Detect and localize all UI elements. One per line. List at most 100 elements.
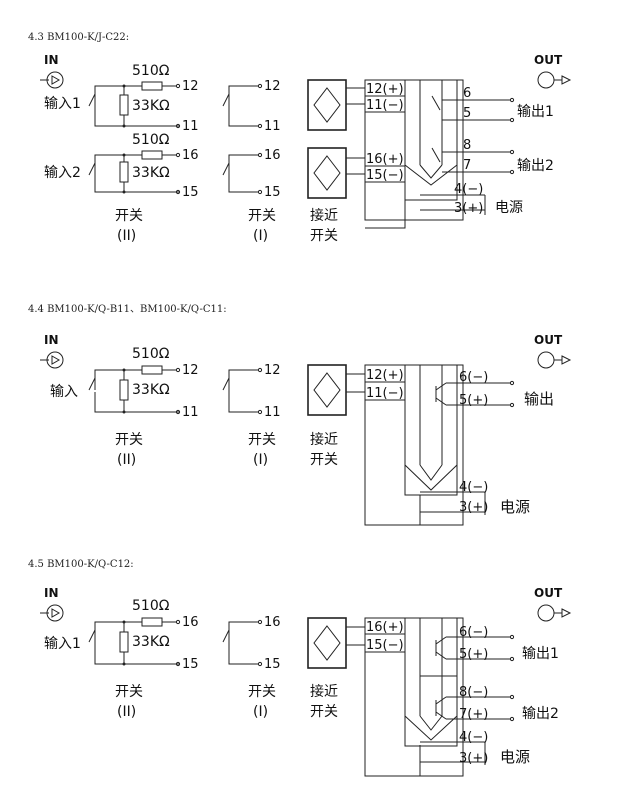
in-symbol-icon <box>40 71 64 89</box>
switch-ii-label: 开关 <box>115 684 143 700</box>
power-term-4: 4(−) <box>459 730 488 745</box>
module-term-5: 5(+) <box>459 647 488 662</box>
module-term-8: 8(−) <box>459 685 488 700</box>
switch-ii-input-2 <box>88 150 181 195</box>
resistor-510-label: 510Ω <box>132 598 170 614</box>
module-term-16: 16(+) <box>366 152 404 167</box>
section-title: 4.3 BM100-K/J-C22: <box>28 32 129 43</box>
isolator-module <box>364 79 515 229</box>
terminal-16: 16 <box>182 148 199 163</box>
switch-i-sub: (I) <box>253 452 268 468</box>
switch-ii-sub: (II) <box>117 704 136 720</box>
out-symbol-icon <box>537 604 572 622</box>
switch-i-label: 开关 <box>248 432 276 448</box>
terminal-15: 15 <box>182 185 199 200</box>
module-term-15: 15(−) <box>366 168 404 183</box>
resistor-33k-label: 33KΩ <box>132 98 170 114</box>
input-1-label: 输入1 <box>44 96 81 112</box>
module-term-11: 11(−) <box>366 98 404 113</box>
module-term-5: 5(+) <box>459 393 488 408</box>
out-symbol-icon <box>537 351 572 369</box>
resistor-33k-label: 33KΩ <box>132 382 170 398</box>
power-term-3: 3(+) <box>454 201 483 216</box>
switch-ii-label: 开关 <box>115 432 143 448</box>
switch-i-sub: (I) <box>253 228 268 244</box>
switch-ii-sub: (II) <box>117 452 136 468</box>
in-label: IN <box>44 333 59 347</box>
section-title: 4.4 BM100-K/Q-B11、BM100-K/Q-C11: <box>28 304 227 315</box>
proximity-sensor-icon <box>307 617 365 669</box>
prox-label-2: 开关 <box>310 704 338 720</box>
output-1-label: 输出1 <box>517 104 554 120</box>
in-label: IN <box>44 586 59 600</box>
out-label: OUT <box>534 333 563 347</box>
in-symbol-icon <box>40 604 64 622</box>
in-label: IN <box>44 53 59 67</box>
power-label: 电源 <box>500 498 530 516</box>
resistor-33k-label: 33KΩ <box>132 634 170 650</box>
switch-ii-input-1 <box>88 81 181 129</box>
power-label: 电源 <box>500 748 530 766</box>
terminal-11: 11 <box>264 405 281 420</box>
input-2-label: 输入2 <box>44 165 81 181</box>
terminal-12: 12 <box>264 363 281 378</box>
module-term-12: 12(+) <box>366 368 404 383</box>
terminal-11: 11 <box>182 119 199 134</box>
terminal-16: 16 <box>264 148 281 163</box>
switch-ii-input <box>88 365 181 415</box>
isolator-module <box>364 617 515 777</box>
in-symbol-icon <box>40 351 64 369</box>
power-label: 电源 <box>495 200 523 216</box>
switch-i-symbols <box>222 83 263 195</box>
section-title: 4.5 BM100-K/Q-C12: <box>28 559 134 570</box>
resistor-510-label: 510Ω <box>132 132 170 148</box>
section-4-4: 4.4 BM100-K/Q-B11、BM100-K/Q-C11: IN 输入 5… <box>28 304 572 526</box>
prox-label: 接近 <box>310 207 338 224</box>
module-term-16: 16(+) <box>366 620 404 635</box>
output-1-label: 输出1 <box>522 646 559 662</box>
power-term-3: 3(+) <box>459 751 488 766</box>
prox-label: 接近 <box>310 683 338 700</box>
switch-ii-input-1 <box>88 617 181 667</box>
switch-ii-label: 开关 <box>115 208 143 224</box>
output-2-label: 输出2 <box>522 706 559 722</box>
proximity-sensor-icon <box>307 79 365 199</box>
module-term-8: 8 <box>463 138 471 153</box>
proximity-sensor-icon <box>307 364 365 416</box>
power-term-3: 3(+) <box>459 500 488 515</box>
terminal-15: 15 <box>264 657 281 672</box>
terminal-12: 12 <box>182 79 199 94</box>
out-label: OUT <box>534 53 563 67</box>
power-term-4: 4(−) <box>459 480 488 495</box>
section-4-3: 4.3 BM100-K/J-C22: IN 输入1 510Ω 33KΩ 12 <box>28 32 572 244</box>
module-term-7: 7(+) <box>459 707 488 722</box>
input-label: 输入 <box>50 384 78 400</box>
terminal-11: 11 <box>182 405 199 420</box>
power-term-4: 4(−) <box>454 182 483 197</box>
module-term-7: 7 <box>463 158 471 173</box>
input-1-label: 输入1 <box>44 636 81 652</box>
out-symbol-icon <box>537 71 572 89</box>
prox-label-2: 开关 <box>310 228 338 244</box>
module-term-11: 11(−) <box>366 386 404 401</box>
switch-i-symbol <box>222 367 263 415</box>
isolator-module <box>364 364 515 526</box>
terminal-15: 15 <box>182 657 199 672</box>
switch-ii-sub: (II) <box>117 228 136 244</box>
resistor-33k-label: 33KΩ <box>132 165 170 181</box>
prox-label: 接近 <box>310 431 338 448</box>
switch-i-sub: (I) <box>253 704 268 720</box>
terminal-12: 12 <box>182 363 199 378</box>
section-4-5: 4.5 BM100-K/Q-C12: IN 输入1 510Ω 33KΩ 16 1… <box>28 559 572 777</box>
resistor-510-label: 510Ω <box>132 63 170 79</box>
switch-i-symbol <box>222 619 263 667</box>
resistor-510-label: 510Ω <box>132 346 170 362</box>
output-2-label: 输出2 <box>517 158 554 174</box>
module-term-6: 6(−) <box>459 370 488 385</box>
out-label: OUT <box>534 586 563 600</box>
module-term-5: 5 <box>463 106 471 121</box>
terminal-12: 12 <box>264 79 281 94</box>
terminal-11: 11 <box>264 119 281 134</box>
module-term-6: 6(−) <box>459 625 488 640</box>
